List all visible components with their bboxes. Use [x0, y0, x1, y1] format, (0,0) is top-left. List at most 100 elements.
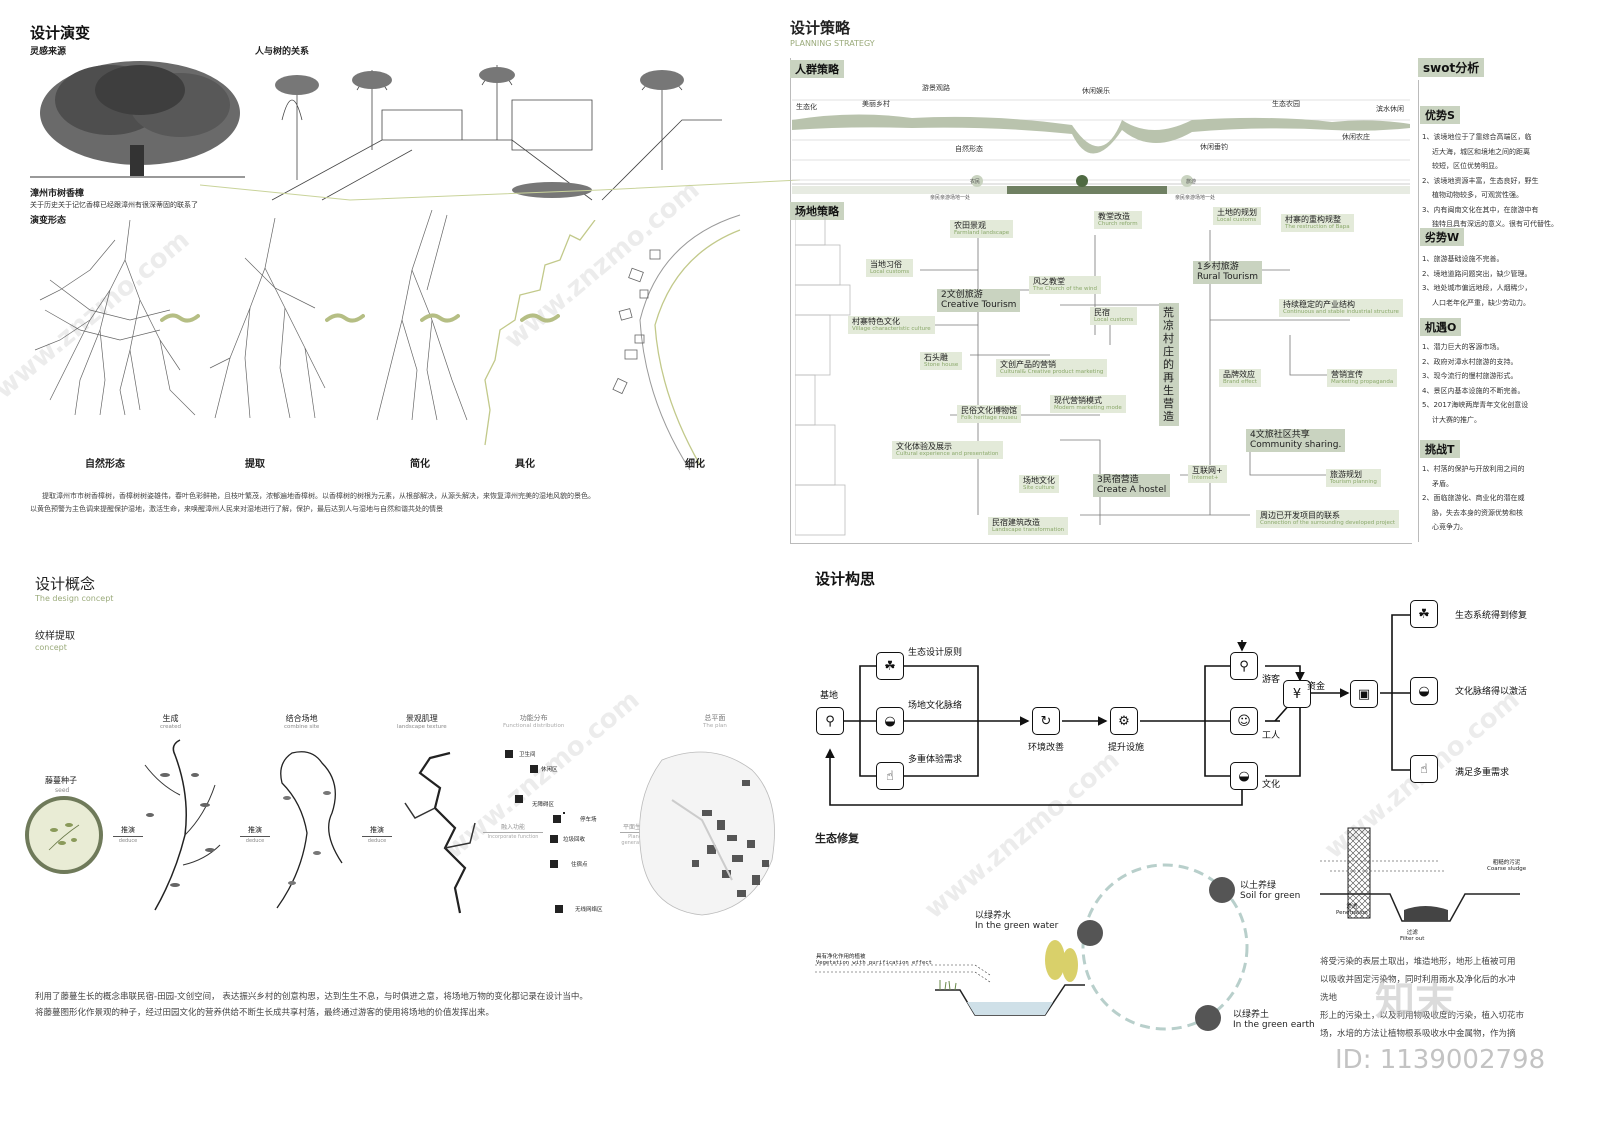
tree-name: 漳州市树香樟 [30, 189, 85, 199]
crowd-title: 人群策略 [790, 60, 844, 78]
swot-divider [1418, 80, 1419, 542]
base-label: 基地 [820, 691, 839, 701]
arrow-flow [420, 313, 460, 323]
crowd-label: 生态化 [796, 103, 817, 111]
seed-label: 藤蔓种子 [45, 776, 77, 785]
worker-icon: ☺ [1230, 707, 1258, 735]
crowd-label: 休闲农庄 [1342, 133, 1370, 141]
principle-label: 生态设计原则 [908, 648, 963, 658]
concept-title: 设计概念 [35, 575, 96, 593]
yen-icon: ¥ [1283, 680, 1311, 708]
crowd-label: 游景观路 [922, 84, 950, 92]
timeline-label: 亲民亲游场地一处 [1175, 195, 1216, 201]
pattern-subtitle: concept [35, 643, 67, 652]
location-pin-icon: ⚲ [816, 707, 844, 735]
tree-illustration [30, 61, 245, 178]
timeline-label: 农民 [970, 179, 981, 185]
stage-label: 提取 [245, 459, 265, 470]
site-connectors [920, 230, 1350, 525]
root-form-natural [34, 220, 196, 416]
timeline-label: 整合内部场地形式不同活动，亲民亲游共享 [1012, 195, 1108, 201]
eco-paragraph: 将受污染的表层土取出，堆造地形，地形上植被可用以吸收并固定污染物，同时利用雨水及… [1320, 957, 1525, 1039]
strategy-title: 设计策略 [790, 19, 851, 37]
concept-paragraph: 利用了藤蔓生长的概念串联民宿-田园-文创空间， 表达振兴乡村的创意构思，达到生生… [35, 992, 588, 1002]
site-side-bars [795, 215, 851, 536]
strategy-subtitle: PLANNING STRATEGY [790, 39, 875, 48]
stage-label: 自然形态 [85, 459, 125, 470]
actor-label: 游客 [1262, 675, 1281, 685]
hand-icon: ☝ [1410, 755, 1438, 783]
relation-label: 人与树的关系 [255, 47, 310, 57]
timeline-label: 旅游 [1186, 179, 1197, 185]
filter-section [1320, 827, 1520, 922]
swot-o-title: 机遇O [1420, 318, 1462, 336]
guide-line [200, 179, 800, 201]
root-form-extract [209, 218, 326, 419]
outcome-label: 满足多重需求 [1455, 768, 1510, 778]
principle-label: 场地文化脉络 [908, 701, 963, 711]
swot-w-title: 劣势W [1420, 228, 1465, 246]
crowd-label: 自然形态 [955, 145, 983, 153]
crowd-label: 休闲娱乐 [1082, 87, 1110, 95]
wetland-section [815, 940, 1085, 1016]
crowd-label: 生态农园 [1272, 100, 1300, 108]
forms-title: 演变形态 [30, 216, 67, 226]
crowd-label: 滨水休闲 [1376, 105, 1404, 113]
function-label: 停车场 [580, 817, 597, 823]
arrow-flow [160, 313, 200, 323]
picture-icon: ▣ [1350, 680, 1378, 708]
swot-title: swot分析 [1418, 58, 1485, 77]
fish-icon: ◒ [876, 707, 904, 735]
hand-icon: ☝ [876, 762, 904, 790]
swot-s-title: 优势S [1420, 106, 1460, 124]
ecology-hand-icon: ☘ [876, 652, 904, 680]
actor-label: 工人 [1262, 731, 1281, 741]
stage-label: 简化 [410, 459, 430, 470]
env-label: 环境改善 [1028, 743, 1065, 753]
stage-label: 具化 [515, 459, 535, 470]
concept-paragraph: 将藤蔓图形化作景观的种子，经过田园文化的营养供给不断生长成共享村落，最终通过游客… [35, 1008, 495, 1018]
crowd-chart [792, 99, 1410, 194]
fish-icon: ◒ [1410, 677, 1438, 705]
eco-cycle [1077, 863, 1249, 1031]
evolution-paragraph: 以黄色预警为主色调来提醒保护湿地，激活生命，来唤醒漳州人民来对湿地进行了解，保护… [30, 505, 443, 513]
arrow-flow [520, 313, 560, 323]
function-label: 垃圾回收 [563, 837, 586, 843]
vine-landscape-texture [404, 751, 476, 914]
site-node: 互联网+Internet+ [1188, 465, 1227, 483]
vine-combine-site [276, 751, 343, 909]
crowd-label: 休闲垂钓 [1200, 143, 1228, 151]
function-label: 卫生间 [519, 752, 536, 758]
function-label: 无障碍区 [532, 802, 555, 808]
seed-sublabel: seed [55, 787, 70, 794]
timeline-label: 亲民亲游场地一处 [930, 195, 971, 201]
swot-s-list: 1、该境地位于了靠综合高端区，临近大海，城区和境地之间的距离较短，区位优势明显。… [1422, 133, 1558, 228]
